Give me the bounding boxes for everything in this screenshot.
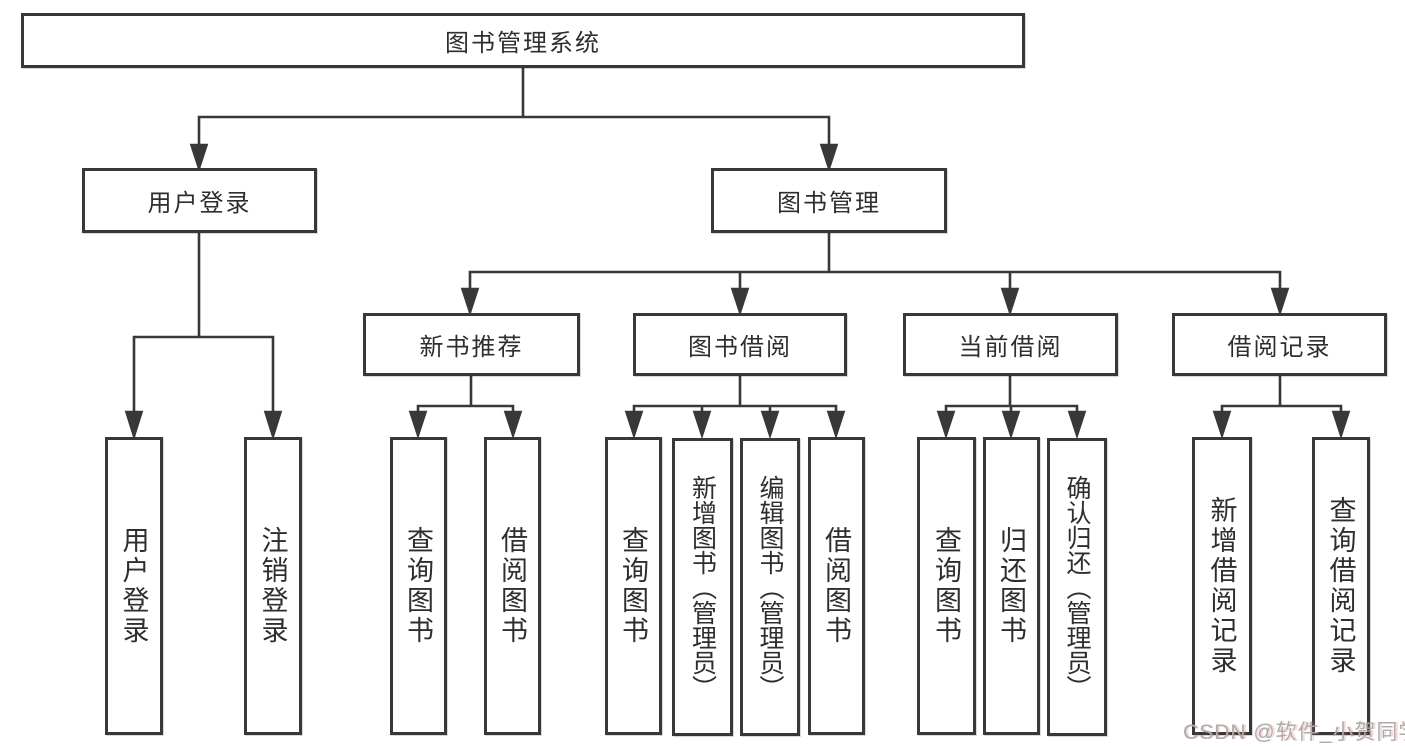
leaf-logout: 注销登录: [244, 437, 302, 735]
node-borrowing-records: 借阅记录: [1172, 313, 1387, 376]
node-book-borrowing: 图书借阅: [633, 313, 847, 376]
leaf-query-books-current: 查询图书: [917, 437, 976, 735]
node-current-borrowing: 当前借阅: [903, 313, 1118, 376]
leaf-edit-books-admin: 编辑图书（管理员）: [740, 438, 800, 736]
leaf-user-login: 用户登录: [105, 437, 163, 735]
leaf-return-books: 归还图书: [983, 437, 1040, 735]
connector-borrowing-records-children: [1212, 376, 1351, 440]
connector-new-book-recommend-children: [408, 376, 523, 440]
node-library-management-system: 图书管理系统: [21, 13, 1025, 68]
connector-root-to-level2: [189, 68, 839, 173]
leaf-query-books-recommend: 查询图书: [390, 437, 447, 735]
node-book-management: 图书管理: [711, 168, 947, 233]
connector-current-borrowing-children: [936, 376, 1087, 440]
node-new-book-recommend: 新书推荐: [363, 313, 580, 376]
connector-book-management-children: [460, 233, 1290, 317]
leaf-borrow-books-recommend: 借阅图书: [484, 437, 541, 735]
leaf-query-borrow-record: 查询借阅记录: [1312, 437, 1370, 735]
leaf-confirm-return-admin: 确认归还（管理员）: [1047, 438, 1107, 736]
connector-book-borrowing-children: [624, 376, 846, 440]
node-user-login: 用户登录: [82, 168, 317, 233]
leaf-add-borrow-record: 新增借阅记录: [1192, 437, 1252, 735]
leaf-borrow-books: 借阅图书: [808, 437, 865, 735]
leaf-add-books-admin: 新增图书（管理员）: [672, 438, 733, 736]
leaf-query-books-borrowing: 查询图书: [605, 437, 662, 735]
connector-user-login-children: [124, 233, 283, 441]
csdn-watermark: CSDN @软件_小贺同学: [1183, 721, 1405, 744]
